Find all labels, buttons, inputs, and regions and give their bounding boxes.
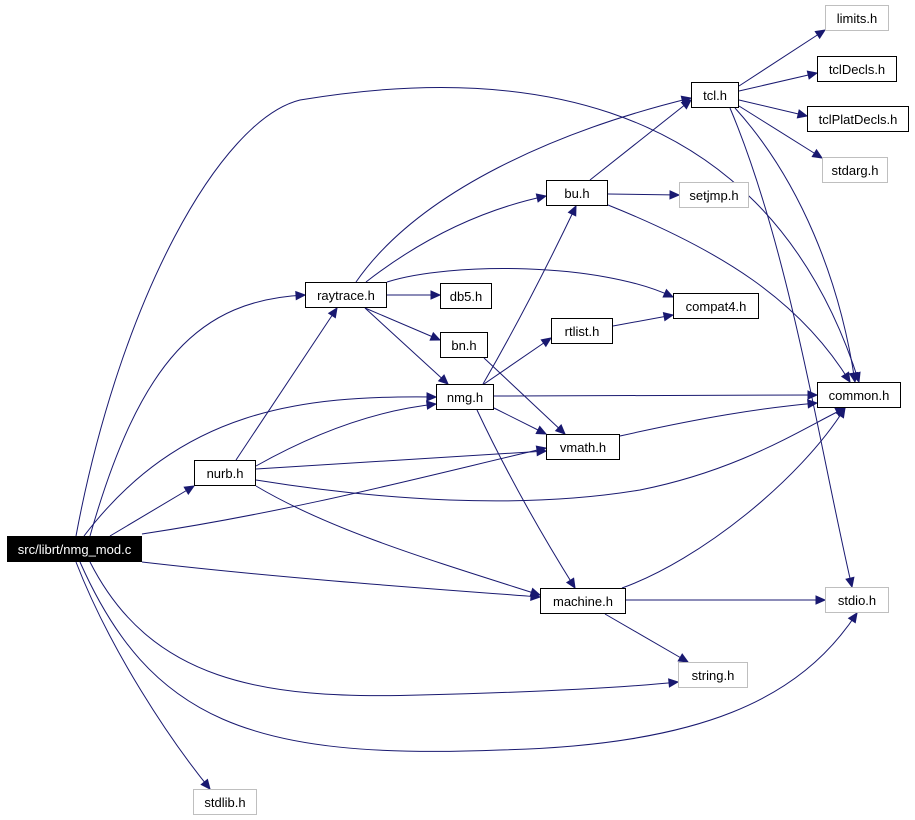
edge-nmg-rtlist	[483, 337, 552, 385]
edge-arrowhead-compat4	[662, 288, 675, 298]
node-root[interactable]: src/librt/nmg_mod.c	[7, 536, 142, 562]
edge-raytrace-tcl	[355, 97, 692, 283]
edge-arrowhead-tcl	[680, 95, 693, 105]
node-limits: limits.h	[825, 5, 889, 31]
edge-arrowhead-tclPlatDecls	[796, 109, 809, 119]
edge-root-vmath	[141, 447, 547, 535]
edge-nmg-machine	[476, 409, 576, 589]
node-common[interactable]: common.h	[817, 382, 901, 408]
edge-raytrace-nmg	[364, 307, 449, 385]
edge-nurb-nmg	[255, 403, 437, 467]
edge-tcl-common	[734, 107, 856, 383]
edge-arrowhead-bu	[567, 204, 577, 217]
edge-arrowhead-machine	[565, 577, 576, 590]
edge-arrowhead-machine	[529, 587, 542, 597]
edge-root-nurb	[109, 485, 195, 537]
edge-raytrace-compat4	[386, 268, 674, 298]
edge-tcl-tclDecls	[738, 72, 818, 92]
edge-machine-common	[621, 407, 846, 589]
node-compat4[interactable]: compat4.h	[673, 293, 759, 319]
node-nurb[interactable]: nurb.h	[194, 460, 256, 486]
node-machine[interactable]: machine.h	[540, 588, 626, 614]
edge-nurb-raytrace	[235, 307, 338, 461]
node-tclDecls[interactable]: tclDecls.h	[817, 56, 897, 82]
node-setjmp: setjmp.h	[679, 182, 749, 208]
edge-arrowhead-stdarg	[811, 148, 824, 159]
node-stdlib: stdlib.h	[193, 789, 257, 815]
edge-arrowhead-vmath	[554, 424, 566, 435]
edge-raytrace-bn	[364, 307, 441, 341]
edge-arrowhead-nmg	[426, 392, 438, 402]
edge-bu-common	[607, 204, 851, 383]
edge-arrowhead-stdio	[815, 595, 827, 605]
edge-machine-string	[604, 613, 689, 663]
edge-tcl-stdio	[729, 107, 853, 588]
edge-arrowhead-setjmp	[669, 190, 681, 200]
edge-arrowhead-compat4	[662, 312, 675, 322]
edge-raytrace-bu	[365, 195, 547, 283]
edge-nmg-bu	[482, 205, 577, 385]
edge-root-stdio	[79, 561, 858, 752]
edge-arrowhead-raytrace	[327, 306, 338, 319]
edge-root-string	[89, 561, 679, 697]
edge-nurb-vmath	[255, 450, 547, 470]
edge-arrowhead-vmath	[535, 425, 548, 435]
edge-arrowhead-nmg	[426, 400, 438, 410]
node-bu[interactable]: bu.h	[546, 180, 608, 206]
edge-arrowhead-stdio	[847, 611, 858, 624]
node-db5[interactable]: db5.h	[440, 283, 492, 309]
edge-bu-setjmp	[607, 193, 680, 196]
node-stdarg: stdarg.h	[822, 157, 888, 183]
edge-root-stdlib	[75, 561, 211, 790]
node-string: string.h	[678, 662, 748, 688]
edge-rtlist-compat4	[612, 314, 674, 327]
edge-nmg-vmath	[493, 407, 547, 435]
edge-arrowhead-raytrace	[295, 290, 307, 301]
node-nmg[interactable]: nmg.h	[436, 384, 494, 410]
edge-arrowhead-common	[840, 371, 851, 384]
edge-root-nmg	[83, 396, 437, 537]
edge-nurb-machine	[255, 485, 541, 596]
edge-tcl-limits	[738, 29, 826, 87]
edge-arrowhead-stdlib	[200, 778, 211, 790]
node-vmath[interactable]: vmath.h	[546, 434, 620, 460]
edge-arrowhead-common	[835, 406, 846, 419]
edge-arrowhead-rtlist	[540, 337, 553, 348]
edge-arrowhead-string	[668, 678, 680, 688]
edge-arrowhead-bu	[535, 193, 548, 203]
node-tclPlatDecls[interactable]: tclPlatDecls.h	[807, 106, 909, 132]
edge-arrowhead-nurb	[183, 485, 196, 495]
edge-arrowhead-bn	[429, 331, 442, 341]
node-stdio: stdio.h	[825, 587, 889, 613]
edge-arrowhead-common	[807, 390, 819, 400]
edge-arrowhead-limits	[814, 29, 827, 40]
edge-arrowhead-common	[848, 371, 859, 384]
edge-arrowhead-stdio	[845, 576, 855, 589]
edge-arrowhead-string	[677, 653, 690, 663]
edge-arrowhead-tclDecls	[806, 70, 819, 80]
edge-arrowhead-db5	[430, 290, 442, 300]
edge-bu-tcl	[589, 99, 692, 181]
edge-vmath-common	[619, 402, 818, 437]
edge-nurb-common	[255, 407, 846, 502]
edge-tcl-tclPlatDecls	[738, 99, 808, 117]
node-tcl[interactable]: tcl.h	[691, 82, 739, 108]
edge-tcl-stdarg	[738, 105, 823, 159]
edge-nmg-common	[493, 394, 818, 397]
edge-root-raytrace	[89, 294, 306, 537]
node-bn[interactable]: bn.h	[440, 332, 488, 358]
edge-arrowhead-common	[807, 399, 819, 409]
node-raytrace[interactable]: raytrace.h	[305, 282, 387, 308]
node-rtlist[interactable]: rtlist.h	[551, 318, 613, 344]
edge-arrowhead-vmath	[536, 446, 548, 457]
edge-arrowhead-nmg	[437, 374, 449, 385]
edge-root-machine	[141, 561, 541, 598]
